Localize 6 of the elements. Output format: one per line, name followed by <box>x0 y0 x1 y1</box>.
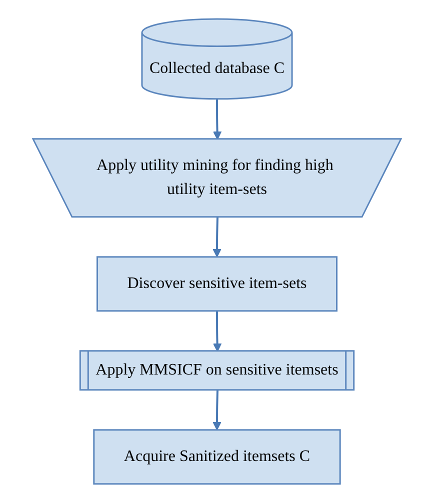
arrow <box>212 390 221 430</box>
arrow <box>212 216 221 257</box>
arrow <box>212 310 222 352</box>
node-box: Discover sensitive item-sets <box>96 256 337 312</box>
arrow <box>212 98 222 140</box>
node-box: Acquire Sanitized itemsets C <box>92 428 340 484</box>
